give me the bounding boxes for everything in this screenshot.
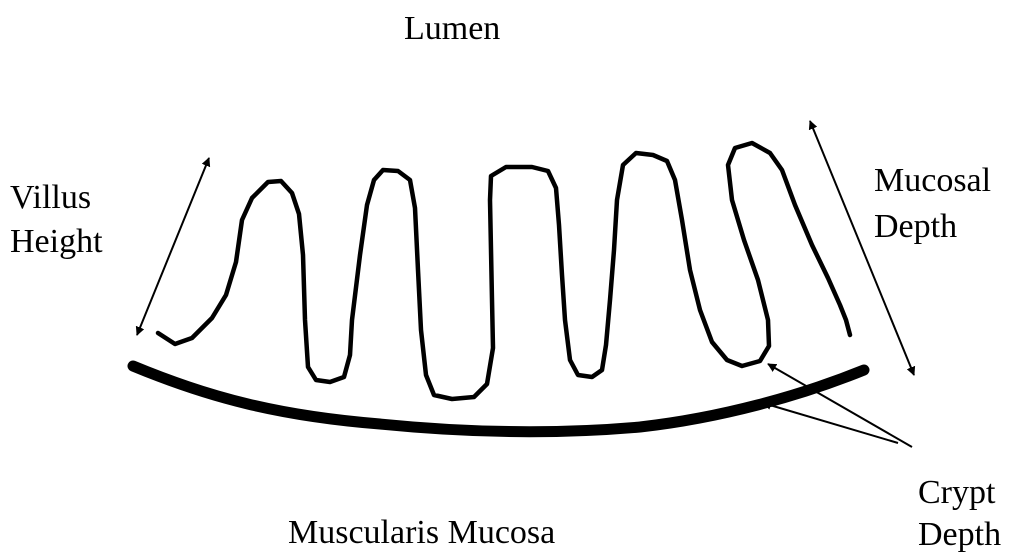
villus-height-label-line2: Height [10,219,103,265]
mucosal-depth-label-line1: Mucosal [874,158,991,204]
muscularis-mucosa-line [133,366,864,432]
villi-outline [158,143,850,399]
muscularis-mucosa-label: Muscularis Mucosa [288,510,555,556]
crypt-depth-label-line2: Depth [918,512,1001,558]
villus-height-label-line1: Villus [10,175,91,221]
crypt-depth-label-line1: Crypt [918,470,995,516]
villus-height-arrow [137,158,209,335]
lumen-label: Lumen [404,6,500,52]
crypt-depth-arrow-lower [763,403,898,443]
mucosal-depth-label-line2: Depth [874,204,957,250]
